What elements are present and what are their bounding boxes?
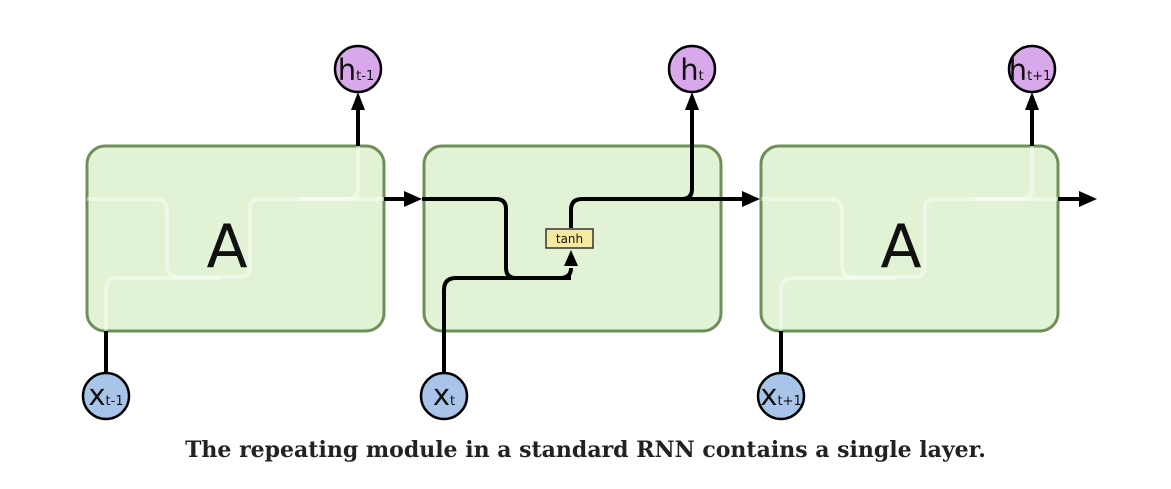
cell-right-ghost-wire — [761, 197, 1058, 279]
input-node-right-main: x — [760, 378, 777, 412]
output-node-left-circle — [333, 44, 383, 94]
input-node-middle-label: xt — [433, 378, 455, 412]
input-node-left-label: xt-1 — [88, 378, 123, 412]
arrowhead-output-left — [351, 92, 365, 110]
input-node-middle-sub: t — [450, 394, 455, 409]
input-node-middle: xt — [419, 371, 469, 421]
cell-right-ghost-input — [779, 276, 895, 331]
output-node-right-label: ht+1 — [1009, 53, 1052, 87]
tanh-output-wire — [569, 197, 745, 228]
arrowhead-output-middle — [685, 92, 699, 110]
cell-left-ghost-output — [300, 146, 360, 201]
cell-left-ghost-wire — [87, 197, 384, 279]
input-wire-middle — [442, 267, 573, 372]
cell-right-label: A — [880, 212, 921, 282]
arrowhead-state-left-middle — [404, 191, 422, 207]
cell-left-box — [85, 144, 386, 333]
output-wire-middle — [660, 108, 694, 201]
output-node-left: ht-1 — [333, 44, 383, 94]
cell-right-box — [759, 144, 1060, 333]
input-node-left: xt-1 — [81, 371, 131, 421]
output-node-right-main: h — [1009, 53, 1027, 87]
input-node-left-circle — [81, 371, 131, 421]
input-node-right-sub: t+1 — [777, 394, 801, 409]
output-node-middle-sub: t — [699, 69, 704, 84]
tanh-layer-label: tanh — [556, 232, 583, 246]
output-node-left-main: h — [338, 53, 356, 87]
cell-right-ghost-output — [975, 146, 1034, 201]
arrowhead-state-middle-right — [742, 191, 760, 207]
arrowhead-state-out-right — [1079, 191, 1097, 207]
output-node-left-label: ht-1 — [338, 53, 374, 87]
output-node-right: ht+1 — [1007, 44, 1057, 94]
figure-caption: The repeating module in a standard RNN c… — [185, 437, 986, 463]
input-node-middle-circle — [419, 371, 469, 421]
cell-left: A — [85, 144, 386, 333]
output-node-right-sub: t+1 — [1027, 69, 1051, 84]
output-node-middle-label: ht — [680, 53, 704, 87]
input-node-left-sub: t-1 — [106, 394, 124, 409]
tanh-layer-box — [545, 228, 594, 249]
arrowhead-into-tanh — [564, 250, 578, 266]
output-node-middle-circle — [667, 44, 717, 94]
input-node-left-main: x — [88, 378, 105, 412]
cell-right: A — [759, 144, 1060, 333]
input-node-right-label: xt+1 — [760, 378, 801, 412]
output-node-middle-main: h — [680, 53, 698, 87]
output-node-right-circle — [1007, 44, 1057, 94]
input-node-right: xt+1 — [756, 371, 806, 421]
input-node-middle-main: x — [433, 378, 450, 412]
arrowhead-output-right — [1025, 92, 1039, 110]
cell-left-ghost-input — [104, 276, 220, 331]
output-node-left-sub: t-1 — [356, 69, 374, 84]
cell-left-label: A — [206, 212, 247, 282]
output-node-middle: ht — [667, 44, 717, 94]
input-node-right-circle — [756, 371, 806, 421]
